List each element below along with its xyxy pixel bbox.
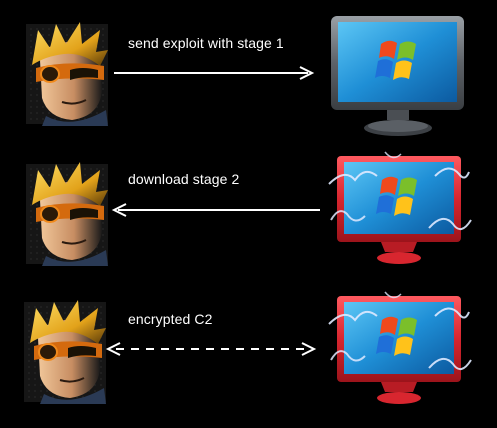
row1-label: send exploit with stage 1: [128, 35, 284, 51]
row1-arrow-right: [114, 66, 315, 80]
row3-arrow-bidirectional: [105, 342, 317, 356]
hacker-avatar-icon: [26, 162, 108, 266]
row2-arrow-left: [111, 203, 320, 217]
infected-windows-monitor-icon: [328, 151, 472, 264]
row2-label: download stage 2: [128, 171, 240, 187]
hacker-avatar-icon: [24, 300, 106, 404]
row3-label: encrypted C2: [128, 311, 213, 327]
infected-windows-monitor-icon: [328, 291, 472, 404]
hacker-avatar-icon: [26, 22, 108, 126]
clean-windows-monitor-icon: [331, 16, 464, 136]
